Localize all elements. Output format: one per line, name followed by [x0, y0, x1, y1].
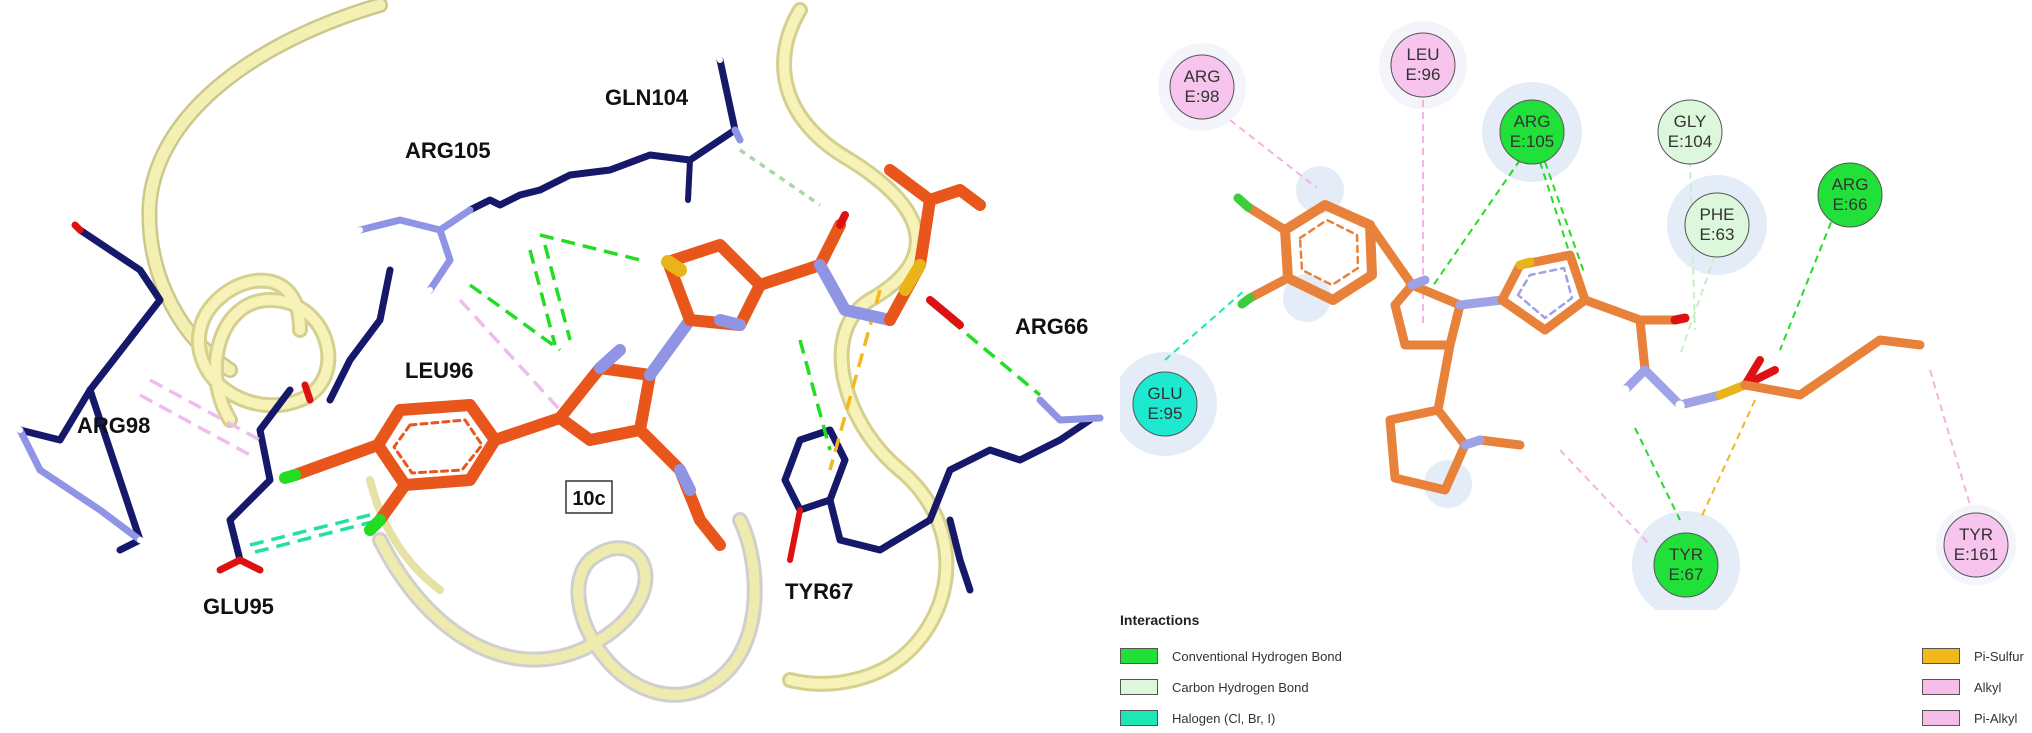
legend-swatch [1120, 648, 1158, 664]
binding-pose-3d-svg: GLN104 ARG105 LEU96 ARG98 GLU95 TYR67 AR… [7, 0, 1104, 703]
legend-item-conventional-hbond: Conventional Hydrogen Bond [1120, 646, 1342, 666]
compound-label-10c: 10c [565, 480, 613, 514]
ligand-10c-sticks [279, 164, 986, 551]
residue-gly104: GLY E:104 [1657, 99, 1723, 165]
residue-tyr67-chain: E:67 [1669, 565, 1704, 584]
residue-phe63-chain: E:63 [1700, 225, 1735, 244]
legend-item-halogen: Halogen (Cl, Br, I) [1120, 708, 1275, 728]
residue-tyr67: TYR E:67 [1653, 532, 1719, 598]
protein-residue-sticks [7, 47, 1104, 594]
residue-glu95: GLU E:95 [1132, 371, 1198, 437]
residue-arg105: ARG E:105 [1499, 99, 1565, 165]
interaction-diagram-2d-svg: ARG E:98 LEU E:96 ARG E:105 GLY E:104 PH… [1120, 21, 2016, 610]
residue-glu95-name: GLU [1148, 384, 1183, 403]
legend-swatch [1922, 648, 1960, 664]
residue-arg105-name: ARG [1514, 112, 1551, 131]
label-arg98: ARG98 [77, 413, 150, 438]
compound-label-text: 10c [572, 488, 605, 510]
residue-discs: ARG E:98 LEU E:96 ARG E:105 GLY E:104 PH… [1132, 32, 2009, 598]
residue-arg98-chain: E:98 [1185, 87, 1220, 106]
residue-tyr161: TYR E:161 [1943, 512, 2009, 578]
residue-leu96: LEU E:96 [1390, 32, 1456, 98]
legend-item-pi-sulfur: Pi-Sulfur [1922, 646, 2024, 666]
residue-gly104-name: GLY [1674, 112, 1707, 131]
interaction-diagram-2d-panel: ARG E:98 LEU E:96 ARG E:105 GLY E:104 PH… [1120, 0, 2032, 733]
interactions-legend: Interactions Conventional Hydrogen Bond … [1120, 610, 2032, 733]
residue-arg66-chain: E:66 [1833, 195, 1868, 214]
residue-arg66-name: ARG [1832, 175, 1869, 194]
legend-label: Conventional Hydrogen Bond [1172, 648, 1342, 664]
residue-phe63-name: PHE [1700, 205, 1735, 224]
legend-swatch [1120, 679, 1158, 695]
ligand-10c-2d [1233, 193, 1925, 495]
legend-label: Alkyl [1974, 679, 2002, 695]
residue-arg66: ARG E:66 [1817, 162, 1883, 228]
interaction-lines-2d [1164, 100, 1971, 546]
label-gln104: GLN104 [605, 85, 689, 110]
residue-tyr161-name: TYR [1959, 525, 1993, 544]
legend-swatch [1922, 679, 1960, 695]
residue-arg105-chain: E:105 [1510, 132, 1554, 151]
label-leu96: LEU96 [405, 358, 473, 383]
protein-ribbons [141, 0, 955, 703]
legend-title: Interactions [1120, 612, 1200, 628]
residue-leu96-chain: E:96 [1406, 65, 1441, 84]
legend-label: Halogen (Cl, Br, I) [1172, 710, 1276, 726]
residue-gly104-chain: E:104 [1668, 132, 1712, 151]
residue-arg98: ARG E:98 [1169, 54, 1235, 120]
legend-swatch [1120, 710, 1158, 726]
legend-swatch [1922, 710, 1960, 726]
residue-tyr67-name: TYR [1669, 545, 1703, 564]
residue-leu96-name: LEU [1406, 45, 1439, 64]
legend-label: Pi-Sulfur [1974, 648, 2024, 664]
legend-item-pi-alkyl: Pi-Alkyl [1922, 708, 2017, 728]
label-arg105: ARG105 [405, 138, 491, 163]
label-glu95: GLU95 [203, 594, 274, 619]
residue-glu95-chain: E:95 [1148, 404, 1183, 423]
binding-pose-3d-panel: GLN104 ARG105 LEU96 ARG98 GLU95 TYR67 AR… [7, 0, 1104, 703]
label-tyr67: TYR67 [785, 579, 853, 604]
residue-arg98-name: ARG [1184, 67, 1221, 86]
label-arg66: ARG66 [1015, 314, 1088, 339]
residue-phe63: PHE E:63 [1684, 192, 1750, 258]
residue-tyr161-chain: E:161 [1954, 545, 1998, 564]
legend-label: Pi-Alkyl [1974, 710, 2018, 726]
legend-item-carbon-hbond: Carbon Hydrogen Bond [1120, 677, 1309, 697]
legend-label: Carbon Hydrogen Bond [1172, 679, 1309, 695]
legend-item-alkyl: Alkyl [1922, 677, 2001, 697]
